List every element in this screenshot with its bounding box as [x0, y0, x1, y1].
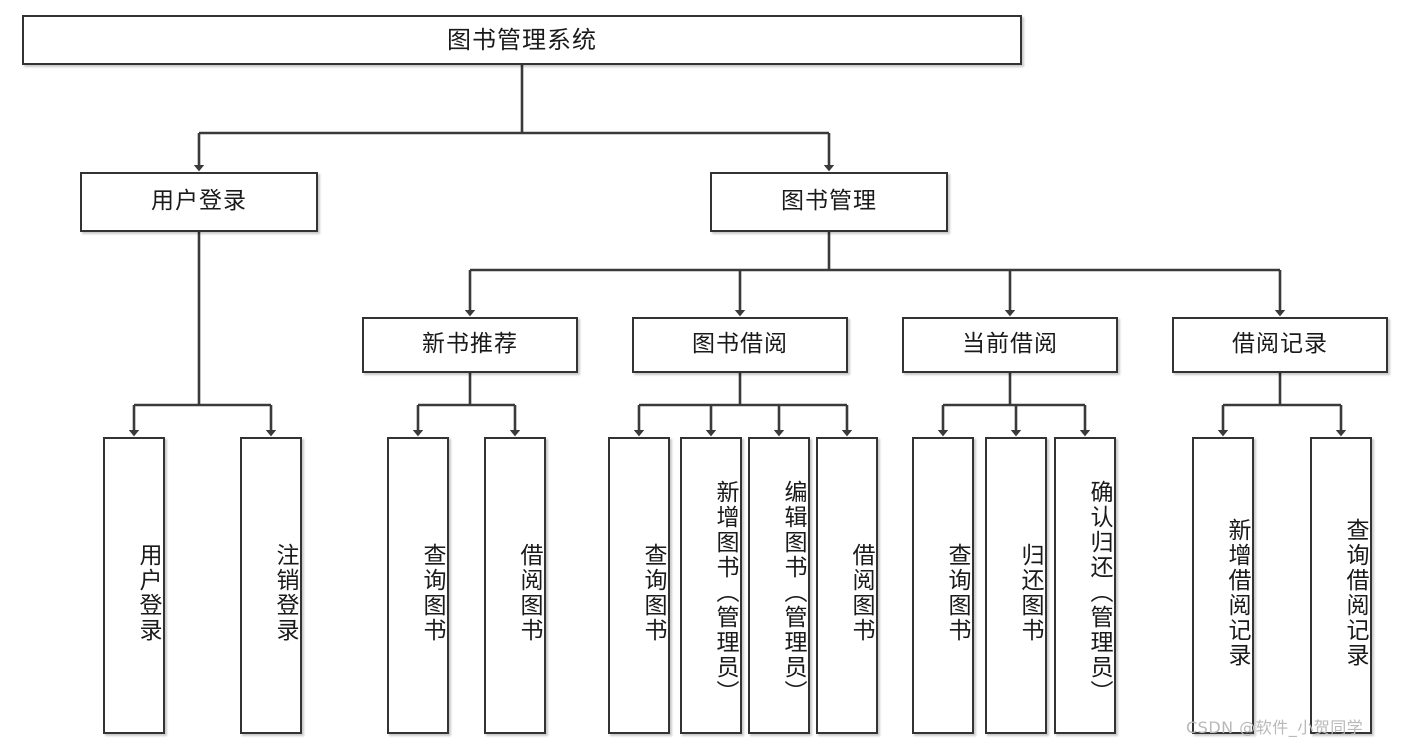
node-label: 确认归还（管理员）	[1086, 480, 1112, 705]
node-l3_2[interactable]: 当前借阅	[902, 317, 1118, 373]
node-l4_12[interactable]: 查询借阅记录	[1310, 437, 1372, 734]
node-label: 新书推荐	[422, 331, 518, 358]
node-l4_4[interactable]: 查询图书	[608, 437, 670, 734]
node-l4_10[interactable]: 确认归还（管理员）	[1054, 437, 1116, 734]
node-l4_9[interactable]: 归还图书	[985, 437, 1047, 734]
node-l4_0[interactable]: 用户登录	[103, 437, 165, 734]
node-l3_1[interactable]: 图书借阅	[632, 317, 848, 373]
node-label: 新增图书（管理员）	[712, 480, 738, 705]
node-root[interactable]: 图书管理系统	[22, 15, 1022, 65]
node-l3_3[interactable]: 借阅记录	[1172, 317, 1388, 373]
node-l3_0[interactable]: 新书推荐	[362, 317, 578, 373]
node-l4_5[interactable]: 新增图书（管理员）	[680, 437, 742, 734]
node-label: 用户登录	[135, 542, 161, 643]
node-l4_2[interactable]: 查询图书	[387, 437, 449, 734]
node-label: 借阅图书	[848, 542, 874, 643]
node-label: 编辑图书（管理员）	[780, 480, 806, 705]
node-l4_6[interactable]: 编辑图书（管理员）	[748, 437, 810, 734]
node-label: 归还图书	[1017, 542, 1043, 643]
node-l2_0[interactable]: 用户登录	[80, 172, 318, 232]
node-label: 新增借阅记录	[1224, 517, 1250, 668]
node-label: 查询图书	[944, 542, 970, 643]
node-l2_1[interactable]: 图书管理	[710, 172, 948, 232]
node-label: 图书管理	[781, 188, 877, 215]
node-label: 注销登录	[272, 542, 298, 643]
node-label: 查询图书	[640, 542, 666, 643]
node-label: 借阅记录	[1232, 331, 1328, 358]
node-l4_7[interactable]: 借阅图书	[816, 437, 878, 734]
node-label: 图书借阅	[692, 331, 788, 358]
node-label: 用户登录	[151, 188, 247, 215]
node-l4_1[interactable]: 注销登录	[240, 437, 302, 734]
node-l4_11[interactable]: 新增借阅记录	[1192, 437, 1254, 734]
csdn-watermark: CSDN @软件_小贺同学	[1186, 718, 1364, 737]
node-l4_3[interactable]: 借阅图书	[484, 437, 546, 734]
node-label: 当前借阅	[962, 331, 1058, 358]
node-label: 查询借阅记录	[1342, 517, 1368, 668]
node-label: 借阅图书	[516, 542, 542, 643]
node-l4_8[interactable]: 查询图书	[912, 437, 974, 734]
node-label: 查询图书	[419, 542, 445, 643]
node-label: 图书管理系统	[447, 25, 597, 54]
